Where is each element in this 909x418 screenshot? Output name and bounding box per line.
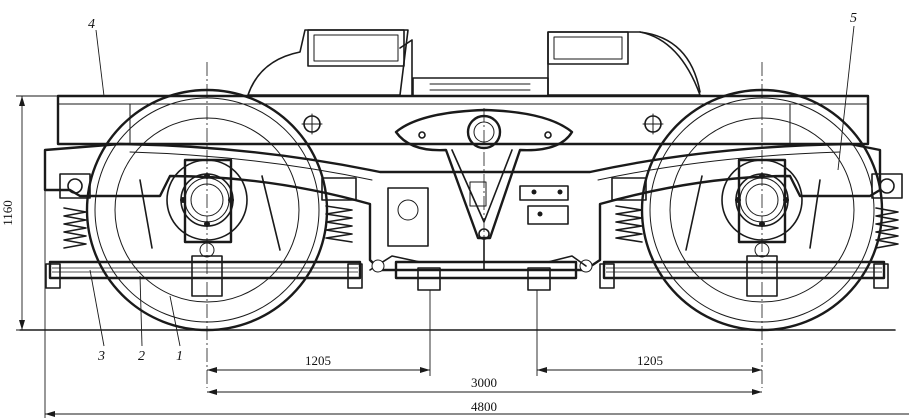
- center-lines: [206, 62, 763, 388]
- equalizer-beam-left: [45, 260, 363, 289]
- left-traction-motor: [247, 29, 413, 96]
- part-label-5: 5: [850, 11, 857, 26]
- half-base-left-label: 1205: [305, 353, 331, 368]
- height-dimension: [16, 95, 60, 331]
- overall-length-label: 4800: [471, 399, 497, 414]
- part-label-4: 4: [88, 17, 95, 32]
- wheelbase-label: 3000: [471, 375, 497, 390]
- half-base-right-label: 1205: [637, 353, 663, 368]
- wheelbase-dimension: [207, 389, 762, 395]
- part-label-2: 2: [138, 349, 145, 364]
- height-dimension-label: 1160: [0, 200, 15, 226]
- equalizer-beam-center: [394, 260, 578, 291]
- upper-frame-beam: [56, 94, 870, 146]
- part-label-3: 3: [97, 349, 105, 364]
- motor-link-box: [412, 77, 549, 97]
- overall-length-dimension: [44, 190, 909, 418]
- right-traction-motor: [547, 31, 701, 96]
- brake-rods: [139, 175, 821, 251]
- half-base-dimension-right: [536, 290, 762, 376]
- spring-right-inner: [611, 177, 647, 243]
- spring-right-outer: [871, 173, 903, 249]
- leader-lines: [89, 25, 855, 347]
- traction-linkage: [369, 185, 593, 273]
- side-frame: [43, 142, 882, 272]
- equalizer-beam-right: [599, 260, 889, 289]
- spring-left-outer: [59, 173, 91, 249]
- spring-left-inner: [321, 177, 357, 243]
- part-label-1: 1: [176, 349, 183, 364]
- half-base-dimension-left: [207, 290, 431, 376]
